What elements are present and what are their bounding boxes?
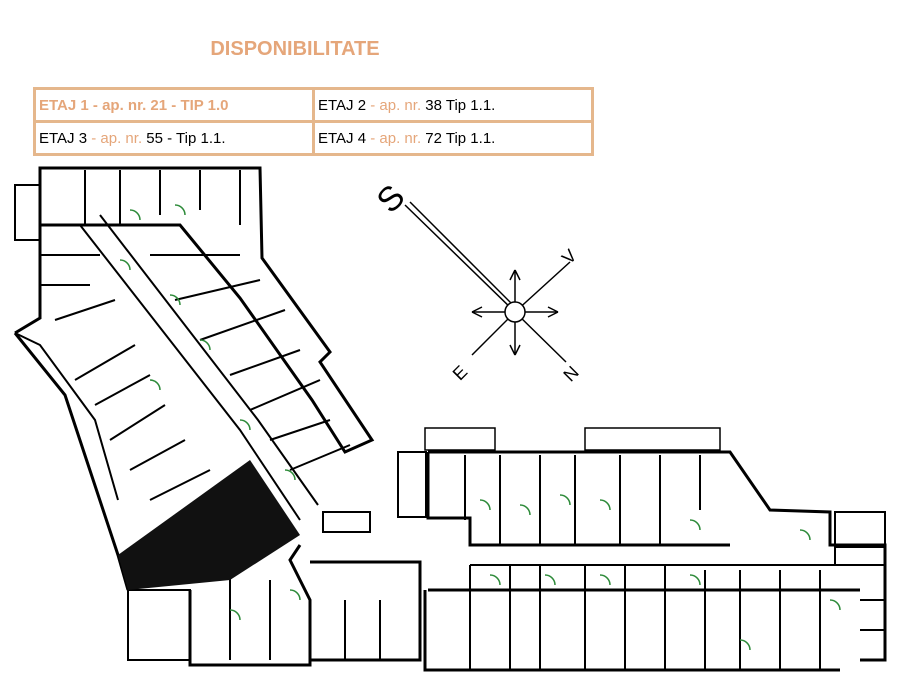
- availability-cell-floor-4[interactable]: ETAJ 4 - ap. nr. 72 Tip 1.1.: [312, 120, 594, 156]
- stair-core: [118, 460, 300, 590]
- availability-cell-floor-3[interactable]: ETAJ 3 - ap. nr. 55 - Tip 1.1.: [33, 120, 315, 156]
- page-title: DISPONIBILITATE: [210, 38, 380, 60]
- floor-4-label: ETAJ 4: [318, 129, 367, 147]
- floor-2-number: 38 Tip 1.1.: [425, 96, 496, 114]
- compass-e-label: E: [449, 362, 472, 385]
- floor-4-number: 72 Tip 1.1.: [425, 129, 496, 147]
- compass-n-label: N: [559, 362, 582, 385]
- compass-rose: [404, 201, 571, 363]
- floor-3-label: ETAJ 3: [39, 129, 88, 147]
- floor-3-number: 55 - Tip 1.1.: [146, 129, 226, 147]
- floor-2-prefix: - ap. nr.: [366, 96, 426, 114]
- floor-1-detail: - ap. nr. 21 - TIP 1.0: [88, 96, 229, 114]
- left-wing: [13, 166, 422, 667]
- availability-cell-floor-1[interactable]: ETAJ 1 - ap. nr. 21 - TIP 1.0: [33, 87, 315, 123]
- floor-3-prefix: - ap. nr.: [87, 129, 147, 147]
- availability-cell-floor-2[interactable]: ETAJ 2 - ap. nr. 38 Tip 1.1.: [312, 87, 594, 123]
- floor-1-label: ETAJ 1: [39, 96, 89, 114]
- compass-v-label: V: [558, 245, 581, 268]
- door-swings: [119, 204, 841, 651]
- compass-s-label: S: [370, 178, 413, 221]
- right-wing: [397, 427, 887, 672]
- floor-4-prefix: - ap. nr.: [366, 129, 426, 147]
- availability-table: ETAJ 1 - ap. nr. 21 - TIP 1.0 ETAJ 2 - a…: [33, 87, 594, 156]
- floor-2-label: ETAJ 2: [318, 96, 367, 114]
